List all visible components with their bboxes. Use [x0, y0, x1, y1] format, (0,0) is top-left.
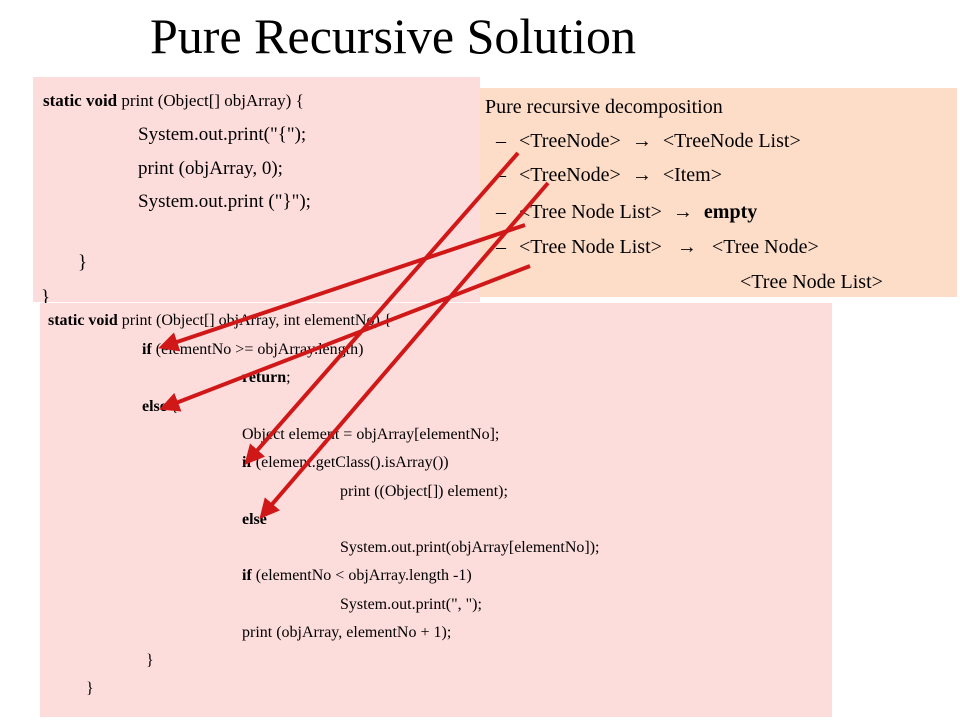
print-open-brace-line: System.out.print("{"); [138, 124, 307, 145]
print-inner-close: } [78, 252, 88, 273]
grammar-rule-1: – <TreeNode> → <TreeNode List> [496, 130, 801, 152]
print-recursive-call: print (objArray, 0); [138, 158, 283, 179]
slide-title: Pure Recursive Solution [150, 8, 637, 64]
right-arrow-icon: → [676, 236, 697, 258]
arrow-rule1-to-print-cast [244, 151, 520, 466]
print-signature: static void print (Object[] objArray) { [43, 91, 304, 110]
helper-inner-close: } [146, 652, 154, 669]
print-close-brace-line: System.out.print ("}"); [138, 191, 311, 212]
helper-if-not-last: if (elementNo < objArray.length -1) [242, 567, 472, 584]
grammar-rule-4: – <Tree Node List> → <Tree Node> [496, 236, 819, 258]
helper-print-element: System.out.print(objArray[elementNo]); [340, 539, 600, 556]
helper-print-cast: print ((Object[]) element); [340, 483, 508, 500]
decomposition-box: Pure recursive decomposition – <TreeNode… [480, 88, 957, 297]
helper-print-comma: System.out.print(", "); [340, 596, 482, 613]
helper-signature: static void print (Object[] objArray, in… [48, 312, 392, 329]
right-arrow-icon: → [631, 164, 652, 186]
print-helper-method-box: static void print (Object[] objArray, in… [40, 303, 832, 717]
helper-element-decl: Object element = objArray[elementNo]; [242, 426, 500, 443]
right-arrow-icon: → [631, 130, 652, 152]
right-arrow-icon: → [672, 201, 693, 223]
grammar-rule-3: – <Tree Node List> → empty [496, 201, 758, 223]
arrow-rule2-to-print-element [259, 181, 550, 520]
print-outer-close: } [41, 287, 51, 308]
grammar-rule-4-continuation: <Tree Node List> [740, 271, 883, 293]
helper-recursive-call: print (objArray, elementNo + 1); [242, 624, 452, 641]
decomposition-heading: Pure recursive decomposition [485, 96, 723, 118]
arrow-rule3-to-return [158, 223, 526, 352]
helper-if-bounds: if (elementNo >= objArray.length) [142, 341, 364, 358]
helper-outer-close: } [86, 680, 94, 697]
arrow-rule4-to-else [159, 264, 531, 412]
print-method-box: static void print (Object[] objArray) { … [33, 77, 480, 308]
